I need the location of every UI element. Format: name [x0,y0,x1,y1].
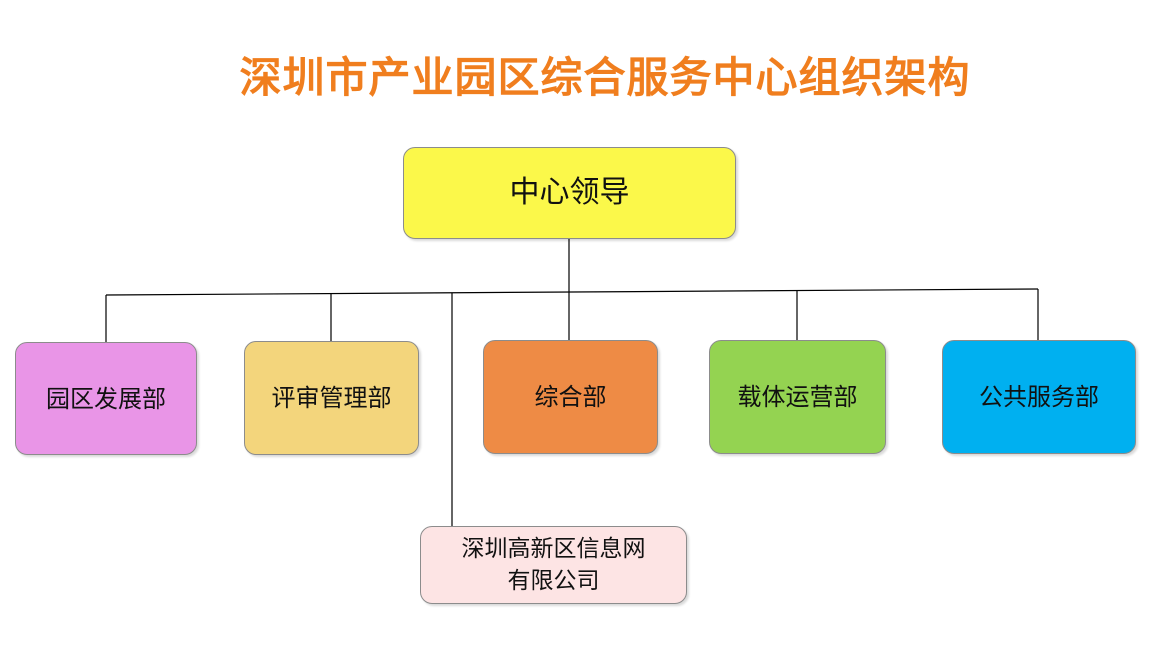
node-dept-review-management: 评审管理部 [244,341,419,455]
node-dept-public-services: 公共服务部 [942,340,1136,454]
node-label: 园区发展部 [46,384,166,413]
node-dept-carrier-operations: 载体运营部 [709,340,886,454]
chart-title: 深圳市产业园区综合服务中心组织架构 [239,53,971,102]
node-subsidiary: 深圳高新区信息网 有限公司 [420,526,687,604]
node-label: 综合部 [534,383,607,411]
node-label: 公共服务部 [979,383,1099,411]
node-label: 评审管理部 [271,384,392,412]
node-leader: 中心领导 [403,147,736,239]
node-subsidiary-line1: 深圳高新区信息网 [461,536,646,562]
node-dept-park-development: 园区发展部 [15,342,197,455]
node-dept-general-affairs: 综合部 [483,340,658,454]
connector-horizontal-bus [105,288,1039,296]
node-subsidiary-line2: 有限公司 [507,568,600,594]
node-leader-label: 中心领导 [509,175,630,210]
node-label: 载体运营部 [737,383,858,411]
